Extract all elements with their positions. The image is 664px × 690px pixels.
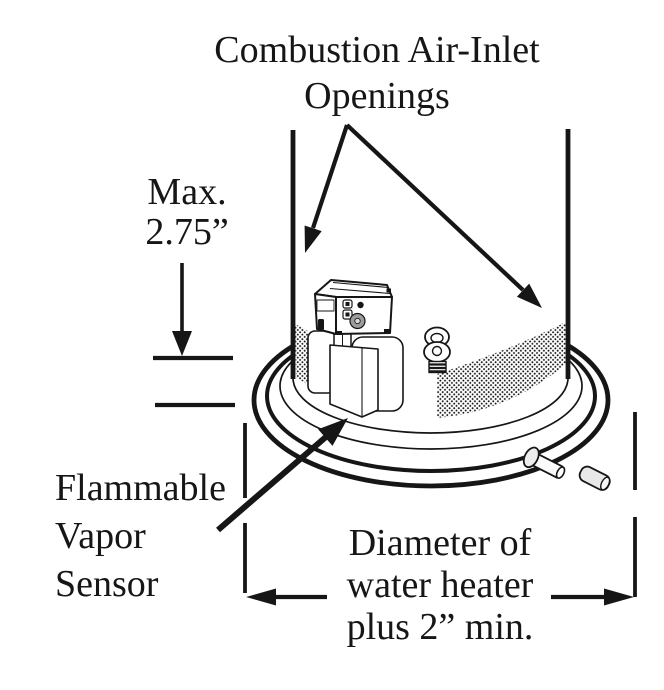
- max-height-dimension: [153, 263, 235, 408]
- air-inlet-label-line2: Openings: [304, 75, 450, 117]
- sensor-label-line1: Flammable: [55, 467, 226, 509]
- sensor-label-line3: Sensor: [55, 563, 159, 605]
- diameter-dimension: [243, 412, 637, 606]
- air-inlet-label-line1: Combustion Air-Inlet: [214, 29, 540, 71]
- diameter-label-line1: Diameter of: [348, 522, 532, 564]
- max-height-label: Max. 2.75”: [127, 172, 247, 252]
- flammable-vapor-sensor-label: Flammable Vapor Sensor: [55, 464, 226, 608]
- max-height-label-line2: 2.75”: [145, 211, 229, 253]
- diameter-label: Diameter of water heater plus 2” min.: [290, 522, 590, 648]
- drain-valve-icon: [423, 326, 451, 374]
- drain-pipe-icon: [522, 446, 611, 491]
- sensor-label-line2: Vapor: [55, 515, 146, 557]
- air-inlet-label: Combustion Air-Inlet Openings: [177, 27, 577, 119]
- combustion-air-inlet-openings-icon: [295, 322, 566, 418]
- air-inlet-leader-arrows: [304, 123, 542, 308]
- sensor-leader-arrow: [216, 418, 348, 533]
- diameter-label-line3: plus 2” min.: [346, 606, 534, 648]
- gas-control-valve-icon: [314, 279, 393, 335]
- max-height-label-line1: Max.: [147, 171, 227, 213]
- diameter-label-line2: water heater: [346, 564, 534, 606]
